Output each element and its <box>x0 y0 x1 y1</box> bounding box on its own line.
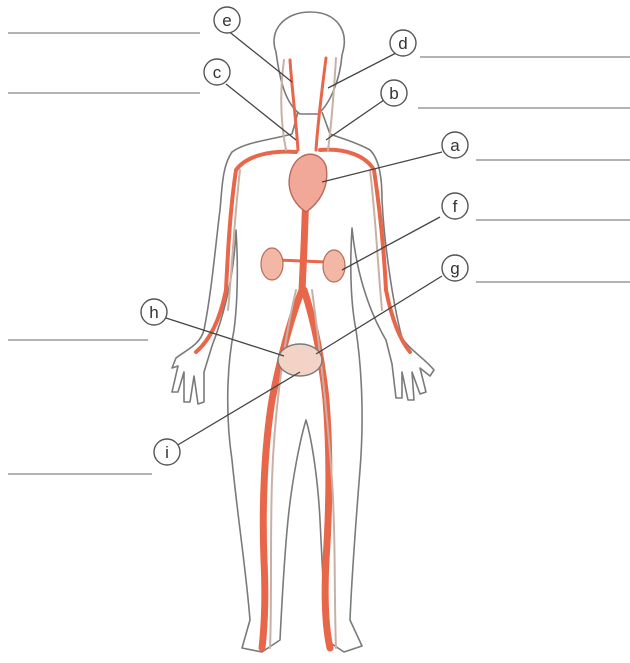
kidney-right <box>323 250 345 282</box>
label-a: a <box>450 136 460 155</box>
bladder-shape <box>278 344 322 376</box>
label-c: c <box>213 63 222 82</box>
kidney-left <box>261 248 283 280</box>
label-e: e <box>222 11 231 30</box>
label-b: b <box>389 84 398 103</box>
label-i: i <box>165 443 169 462</box>
carotid-artery <box>316 58 326 150</box>
heart-shape <box>289 154 327 212</box>
label-f: f <box>453 197 458 216</box>
iliac-leg-artery-right <box>304 290 330 648</box>
label-h: h <box>149 303 158 322</box>
renal-artery <box>278 260 326 262</box>
subclavian-arm-artery-left <box>196 152 296 352</box>
bladder <box>278 344 322 376</box>
answer-blanks <box>8 33 630 474</box>
heart <box>289 154 327 212</box>
label-d: d <box>398 34 407 53</box>
label-g: g <box>450 259 459 278</box>
